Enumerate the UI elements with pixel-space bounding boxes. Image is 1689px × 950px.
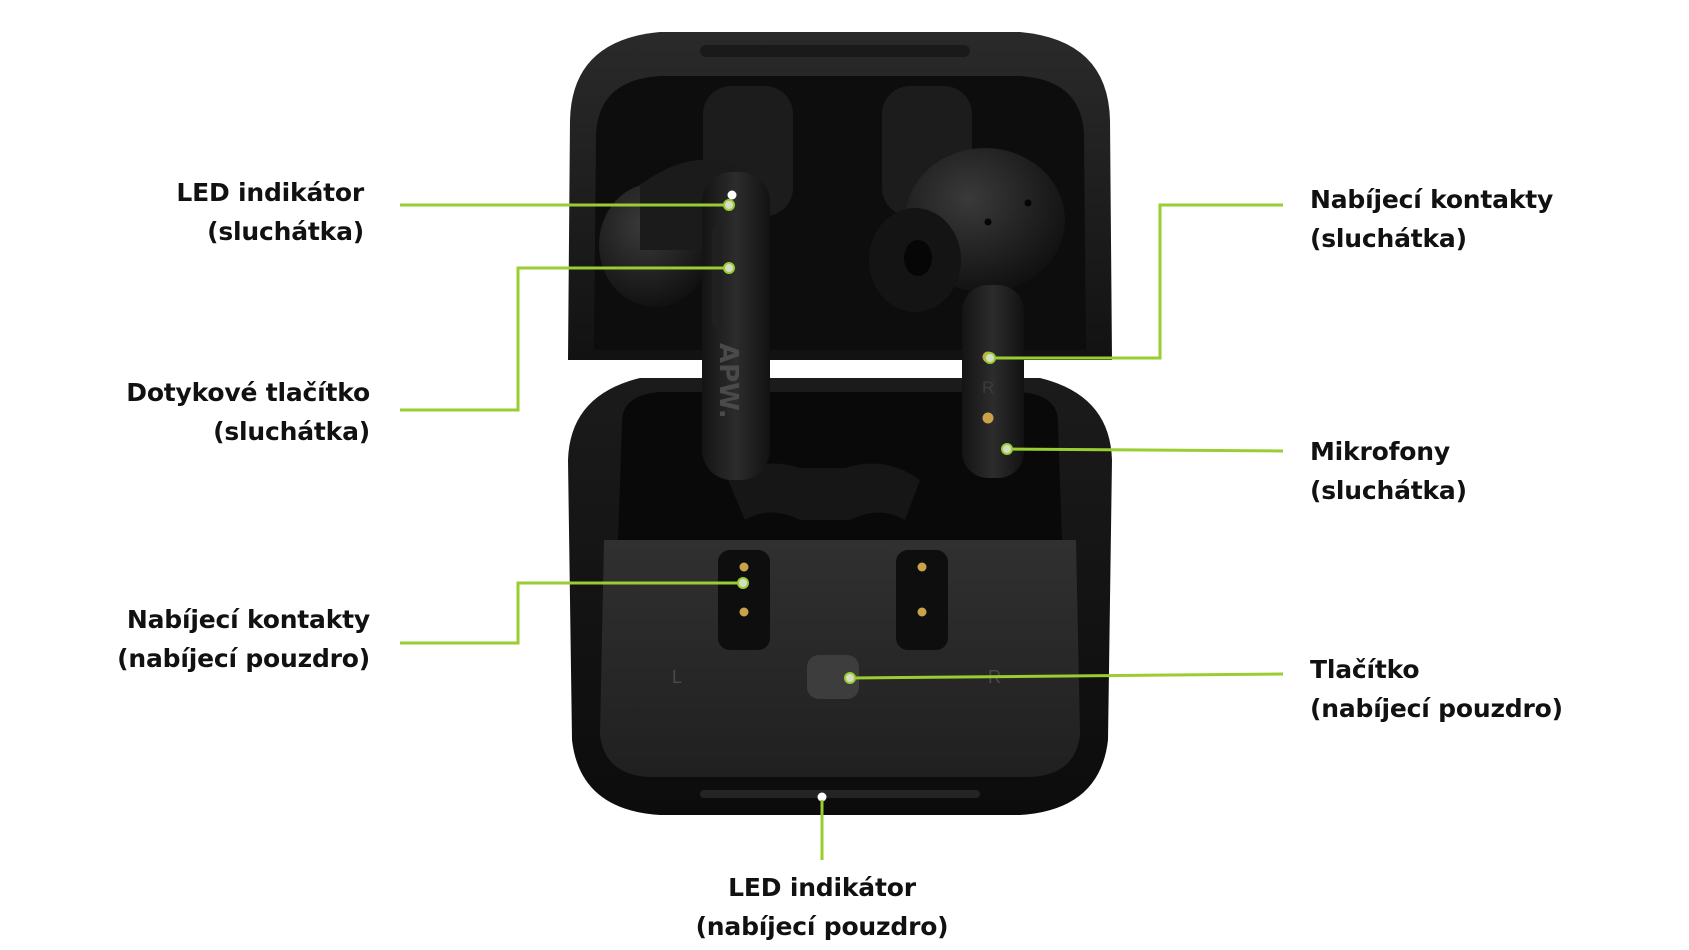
- label-case-button: Tlačítko (nabíjecí pouzdro): [1310, 650, 1563, 728]
- label-led-earbud-line1: LED indikátor: [176, 178, 364, 207]
- label-led-case-line1: LED indikátor: [728, 873, 916, 902]
- callout-dots: [723, 199, 1013, 684]
- callout-line-touch-button: [400, 266, 729, 412]
- callout-dot-contacts-case: [737, 577, 749, 589]
- callout-dot-touch-button: [723, 262, 735, 274]
- callout-dot-case-button: [844, 672, 856, 684]
- callout-line-contacts-case: [400, 581, 743, 645]
- callout-line-microphones: [1006, 447, 1284, 453]
- earbud-mark-right: R: [982, 378, 994, 397]
- label-contacts-case-line2: (nabíjecí pouzdro): [117, 644, 370, 673]
- label-contacts-earbud-line1: Nabíjecí kontakty: [1310, 185, 1554, 214]
- label-touch-button-line2: (sluchátka): [213, 417, 370, 446]
- label-touch-button: Dotykové tlačítko (sluchátka): [90, 373, 370, 451]
- label-contacts-earbud-line2: (sluchátka): [1310, 224, 1467, 253]
- case-button-shape: [807, 655, 859, 699]
- label-case-button-line2: (nabíjecí pouzdro): [1310, 694, 1563, 723]
- label-contacts-earbud: Nabíjecí kontakty (sluchátka): [1310, 180, 1553, 258]
- case-mark-left: L: [672, 667, 682, 687]
- brand-logo: APW.: [713, 343, 743, 419]
- label-led-case-line2: (nabíjecí pouzdro): [695, 912, 949, 941]
- label-contacts-case: Nabíjecí kontakty (nabíjecí pouzdro): [80, 600, 370, 678]
- label-led-earbud: LED indikátor (sluchátka): [150, 173, 364, 251]
- callout-line-contacts-earbud: [990, 203, 1283, 360]
- label-microphones-line2: (sluchátka): [1310, 476, 1467, 505]
- left-earbud: [599, 159, 770, 480]
- right-earbud: [869, 148, 1065, 478]
- label-case-button-line1: Tlačítko: [1310, 655, 1420, 684]
- callout-line-case-button: [849, 672, 1284, 680]
- label-led-earbud-line2: (sluchátka): [207, 217, 364, 246]
- case-base: [568, 378, 1112, 815]
- callout-dot-contacts-earbud: [984, 352, 996, 364]
- label-led-case: LED indikátor (nabíjecí pouzdro): [672, 868, 972, 946]
- label-microphones-line1: Mikrofony: [1310, 437, 1450, 466]
- label-microphones: Mikrofony (sluchátka): [1310, 432, 1467, 510]
- label-touch-button-line1: Dotykové tlačítko: [126, 378, 370, 407]
- callout-lines: [400, 203, 1284, 860]
- label-contacts-case-line1: Nabíjecí kontakty: [126, 605, 370, 634]
- case-led-dot: [817, 792, 827, 802]
- earbud-led-dot: [727, 190, 737, 200]
- callout-dot-microphones: [1001, 443, 1013, 455]
- callout-dot-led-earbud: [723, 199, 735, 211]
